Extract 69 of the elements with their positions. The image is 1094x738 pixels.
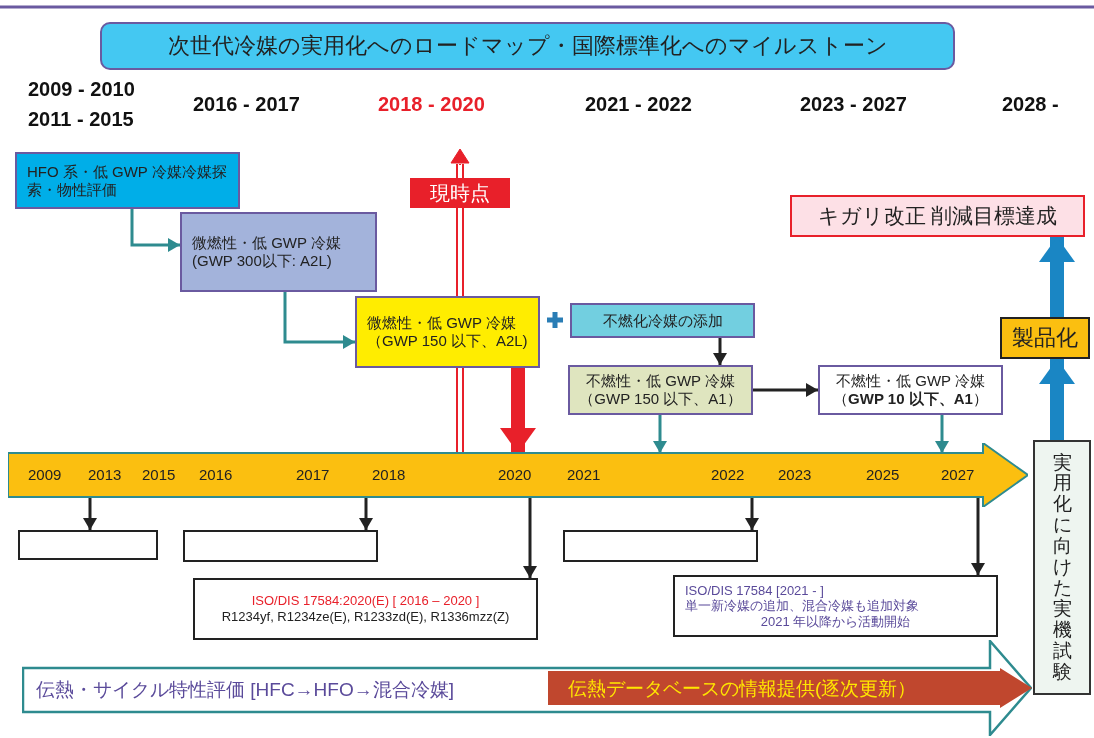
year-label: 2013 [88,466,122,483]
arrow [1038,359,1076,440]
arrow [283,292,355,349]
process-box [15,152,240,209]
blank-box [563,530,758,562]
arrow [523,497,537,578]
vertical-text-box [1033,440,1091,695]
arrow [1038,237,1076,317]
arrow [745,497,759,530]
period-label: 2016 - 2017 [193,93,300,116]
arrow [359,497,373,530]
year-label: 2023 [778,466,812,483]
arrow [653,415,667,453]
box-text: 製品化 [1011,324,1079,352]
box-text: 2021 年以降から活動開始 [759,613,912,630]
year-label: 2027 [941,466,975,483]
box-text: HFO 系・低 GWP 冷媒冷媒探索・物性評価 [27,162,228,199]
process-box [568,365,753,415]
year-label: 2016 [199,466,233,483]
period-label: 2021 - 2022 [585,93,692,116]
box-text: R1234yf, R1234ze(E), R1233zd(E), R1336mzz(Z) [220,609,511,625]
process-box [180,212,377,292]
process-box [818,365,1003,415]
blank-box [18,530,158,560]
year-label: 2009 [28,466,62,483]
arrow [130,209,180,252]
process-box [355,296,540,368]
box-text: キガリ改正 削減目標達成 [816,203,1059,229]
arrow [935,415,949,453]
milestone-box [1000,317,1090,359]
period-label: 2009 - 2010 [28,78,135,101]
box-text: ISO/DIS 17584:2020(E) [ 2016 – 2020 ] [250,593,481,609]
box-text: 不燃化冷媒の添加 [601,311,724,330]
title-banner [100,22,955,70]
year-label: 2017 [296,466,330,483]
box-text: 不燃性・低 GWP 冷媒（GWP 150 以下、A1） [578,372,743,408]
year-label: 2020 [498,466,532,483]
arrow [713,338,727,365]
period-label: 2028 - [1002,93,1059,116]
box-text: 単一新冷媒の追加、混合冷媒も追加対象 [685,598,920,614]
year-label: 2015 [142,466,176,483]
standard-box [673,575,998,637]
process-banner [548,668,1032,708]
box-text: 実用化に向けた実機試験 [1052,452,1072,683]
box-text: 次世代冷媒の実用化へのロードマップ・国際標準化へのマイルストーン [166,32,889,60]
standard-box [193,578,538,640]
arrow [83,497,97,530]
year-label: 2022 [711,466,745,483]
arrow-text: 伝熱データベースの情報提供(逐次更新） [568,677,917,701]
year-label: 2025 [866,466,900,483]
arrow [753,383,818,397]
arrow [499,368,537,453]
year-label: 2021 [567,466,601,483]
box-text: 不燃性・低 GWP 冷媒（GWP 10 以下、A1） [832,372,989,408]
process-banner [22,640,1032,736]
blank-box [183,530,378,562]
box-text: 微燃性・低 GWP 冷媒（GWP 150 以下、A2L) [367,314,528,350]
edge-label: 現時点 [410,178,510,208]
arrow-text: 伝熱・サイクル特性評価 [HFC→HFO→混合冷媒] [36,678,454,702]
period-label: 2023 - 2027 [800,93,907,116]
year-label: 2018 [372,466,406,483]
period-label: 2018 - 2020 [378,93,485,116]
timeline [8,443,1028,507]
goal-box [790,195,1085,237]
period-label: 2011 - 2015 [28,108,134,131]
box-text: ISO/DIS 17584 [2021 - ] [685,582,825,599]
process-box [570,303,755,338]
box-text: 微燃性・低 GWP 冷媒(GWP 300以下: A2L) [192,234,342,270]
arrow [971,497,985,575]
